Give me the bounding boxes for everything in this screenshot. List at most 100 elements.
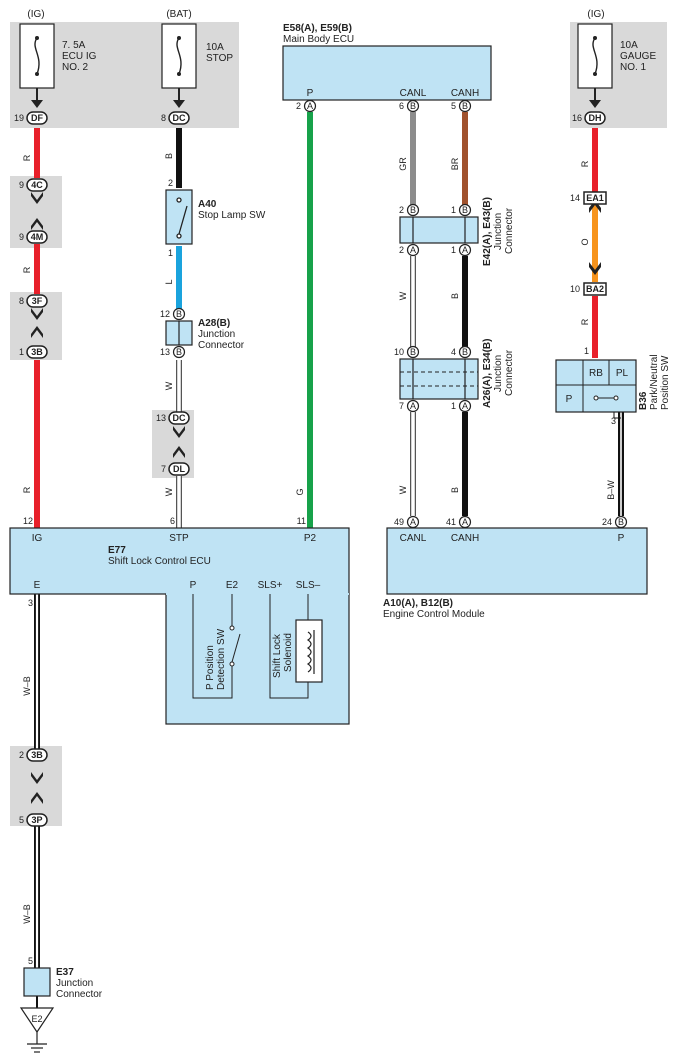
fuse-gauge-rating: 10A [620,40,638,51]
solenoid-label-2: Solenoid [283,633,294,672]
svg-text:5: 5 [451,101,456,111]
a26-id: A26(A), E34(B) [482,339,493,408]
switch-icon [176,197,188,239]
svg-text:6: 6 [399,101,404,111]
stop-lamp-name: Stop Lamp SW [198,210,266,221]
svg-text:10: 10 [570,284,580,294]
stop-lamp-id: A40 [198,199,217,210]
svg-text:1: 1 [168,248,173,258]
connector-4c: 4C 9 [19,178,48,192]
svg-text:7: 7 [161,464,166,474]
connector-ba2: BA2 10 [570,282,607,296]
svg-text:4M: 4M [31,232,44,242]
wire-b36-link [613,412,621,419]
a28-id: A28(B) [198,318,230,329]
svg-text:P2: P2 [304,533,317,544]
a28-name1: Junction [198,329,235,340]
svg-text:1: 1 [19,347,24,357]
svg-text:3B: 3B [31,750,43,760]
svg-text:IG: IG [32,533,43,544]
fuse-stop-name: STOP [206,53,233,64]
connector-ea1: EA1 14 [570,191,607,205]
wire-label: R [580,318,590,325]
main-body-ecu-id: E58(A), E59(B) [283,23,352,34]
junction-connector-e37: 5 E37 Junction Connector [23,956,103,1000]
svg-text:41: 41 [446,517,456,527]
svg-text:3F: 3F [32,296,43,306]
fuse-ecu-ig-name: ECU IG [62,51,97,62]
wire-label: GR [398,157,408,171]
svg-text:19: 19 [14,113,24,123]
fuse-icon [577,23,613,89]
wire-label: R [22,266,32,273]
e42-id: E42(A), E43(B) [482,197,493,266]
arrow-icons [31,100,601,108]
connector-4m: 4M 9 [19,230,48,244]
e37-name1: Junction [56,978,93,989]
svg-text:3P: 3P [31,815,42,825]
svg-text:12: 12 [23,516,33,526]
ground-icon: E2 [19,1007,55,1053]
svg-text:B: B [176,347,182,357]
wire-label: W [398,291,408,300]
svg-text:P: P [307,88,314,99]
svg-text:P: P [618,533,625,544]
svg-text:A: A [462,401,468,411]
pin-numbers: 12 6 11 3 [23,516,306,608]
svg-text:CANL: CANL [400,88,427,99]
svg-text:CANH: CANH [451,88,479,99]
wire-label: R [22,154,32,161]
svg-text:EA1: EA1 [586,193,604,203]
ecm-id: A10(A), B12(B) [383,598,453,609]
connector-3b-top: 3B 1 [19,345,48,359]
wire-label: W–B [22,676,32,696]
svg-text:11: 11 [297,516,306,526]
svg-text:STP: STP [169,533,189,544]
svg-text:P: P [566,394,573,405]
svg-text:49: 49 [394,517,404,527]
fuse-icon [19,23,55,89]
p-position-switch-circuit [192,594,241,699]
svg-text:2: 2 [296,101,301,111]
svg-text:6: 6 [170,516,175,526]
svg-text:4C: 4C [31,180,43,190]
wire-label: G [295,488,305,495]
svg-text:A: A [307,101,313,111]
fuse-stop-rating: 10A [206,42,224,53]
svg-text:A: A [462,245,468,255]
svg-text:SLS+: SLS+ [258,580,283,591]
fuse-gauge-name: GAUGE [620,51,656,62]
svg-text:4: 4 [451,347,456,357]
svg-text:P: P [190,580,197,591]
power-ig-left: (IG) [27,9,44,20]
wire-label: B–W [606,480,616,500]
svg-text:B: B [618,517,624,527]
wire-label: R [580,160,590,167]
svg-text:13: 13 [156,413,166,423]
svg-text:SLS–: SLS– [296,580,321,591]
e42-name1: Junction [493,213,504,250]
main-body-ecu-name: Main Body ECU [283,34,354,45]
connector-3p: 3P 5 [19,813,48,827]
connector-chevron-icons [31,192,601,804]
svg-text:3: 3 [611,416,616,426]
a26-name2: Connector [504,349,515,396]
fuse-ecu-ig-no: NO. 2 [62,62,89,73]
stop-lamp-switch: 2 1 A40 Stop Lamp SW [165,178,266,258]
shift-lock-ecu: 12 6 11 3 IG STP P2 E E77 Shift Lock Con… [9,516,350,725]
solenoid-coil-icon [306,630,315,674]
b36-id: B36 [638,391,649,410]
svg-text:2: 2 [399,245,404,255]
svg-text:DH: DH [589,113,602,123]
ecm-name: Engine Control Module [383,609,485,620]
svg-text:CANL: CANL [400,533,427,544]
a28-name2: Connector [198,340,245,351]
svg-text:1: 1 [451,205,456,215]
svg-text:B: B [410,101,416,111]
p-position-label-1: P Position [205,645,216,690]
wire-label: B [164,153,174,159]
svg-text:B: B [462,205,468,215]
svg-text:10: 10 [394,347,404,357]
svg-text:E2: E2 [226,580,239,591]
svg-text:16: 16 [572,113,582,123]
